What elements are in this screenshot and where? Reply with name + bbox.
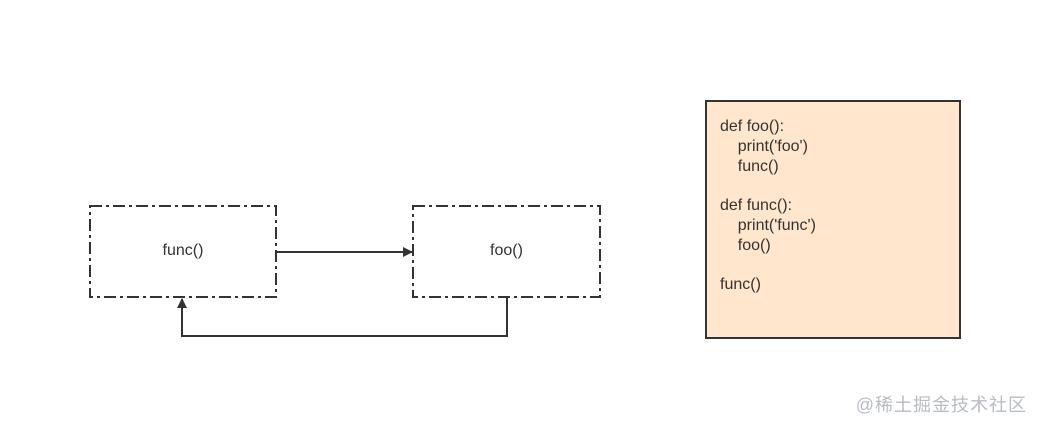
code-box: def foo(): print('foo') func() def func(… [705,100,961,339]
foo-node-box[interactable] [412,205,601,298]
code-line: func() [720,157,779,175]
code-line: foo() [720,236,771,254]
func-node-box[interactable] [89,205,277,298]
foo-node-label: foo() [490,242,523,259]
code-line: print('foo') [720,137,808,155]
code-line [720,256,959,276]
foo-to-func-arrow [177,298,508,337]
watermark: @稀土掘金技术社区 [855,395,1027,415]
func-node-label: func() [162,242,204,259]
code-line [720,176,959,196]
code-line: def func(): [720,197,793,215]
code-line: def foo(): [720,118,785,135]
code-line: func() [720,276,761,294]
code-line: print('func') [720,216,816,234]
